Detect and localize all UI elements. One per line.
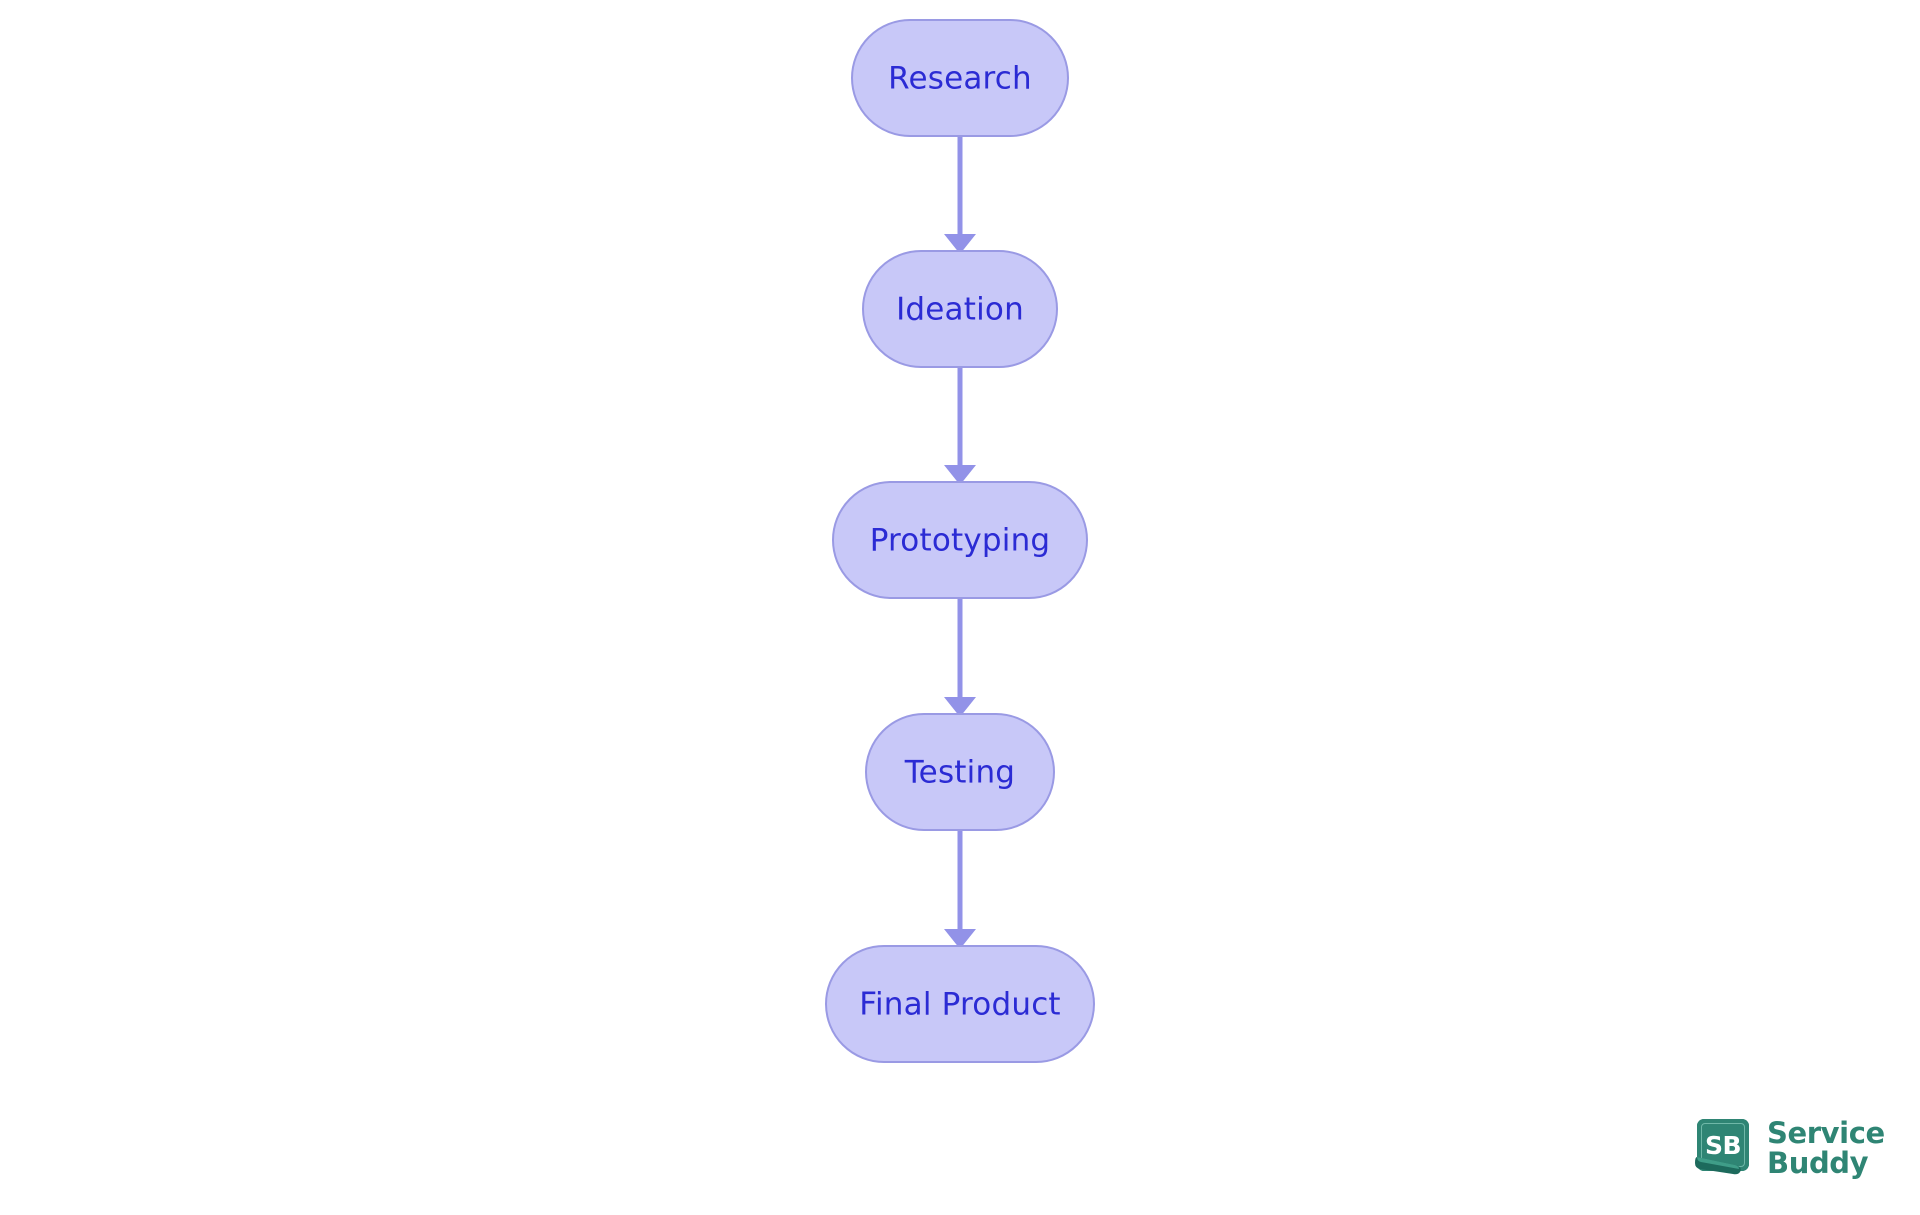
arrowhead-icon <box>944 929 976 949</box>
service-buddy-mark-icon: SB <box>1695 1117 1755 1179</box>
edge-ideation-to-prototyping <box>944 367 976 485</box>
arrowhead-icon <box>944 234 976 254</box>
node-shape <box>862 250 1058 368</box>
node-label: Research <box>888 61 1032 97</box>
node-ideation[interactable]: Ideation <box>862 250 1058 368</box>
node-label: Final Product <box>859 987 1061 1023</box>
node-shape <box>825 945 1095 1063</box>
node-testing[interactable]: Testing <box>865 713 1055 831</box>
edge-testing-to-final-product <box>944 830 976 949</box>
node-shape <box>832 481 1088 599</box>
edge-research-to-ideation <box>944 136 976 254</box>
node-research[interactable]: Research <box>851 19 1069 137</box>
edge-prototyping-to-testing <box>944 598 976 717</box>
node-shape <box>865 713 1055 831</box>
node-final-product[interactable]: Final Product <box>825 945 1095 1063</box>
brand-name-line2: Buddy <box>1767 1146 1869 1180</box>
arrowhead-icon <box>944 465 976 485</box>
node-shape <box>851 19 1069 137</box>
node-label: Prototyping <box>870 523 1051 559</box>
node-prototyping[interactable]: Prototyping <box>832 481 1088 599</box>
mark-initials: SB <box>1704 1130 1742 1160</box>
mark-wedge-icon <box>1695 1157 1741 1175</box>
arrowhead-icon <box>944 697 976 717</box>
brand-logo: SB Service Buddy <box>1695 1117 1885 1179</box>
brand-wordmark: Service Buddy <box>1767 1118 1885 1178</box>
brand-name-line1: Service <box>1767 1115 1885 1150</box>
node-label: Ideation <box>896 292 1024 328</box>
node-label: Testing <box>904 755 1015 791</box>
